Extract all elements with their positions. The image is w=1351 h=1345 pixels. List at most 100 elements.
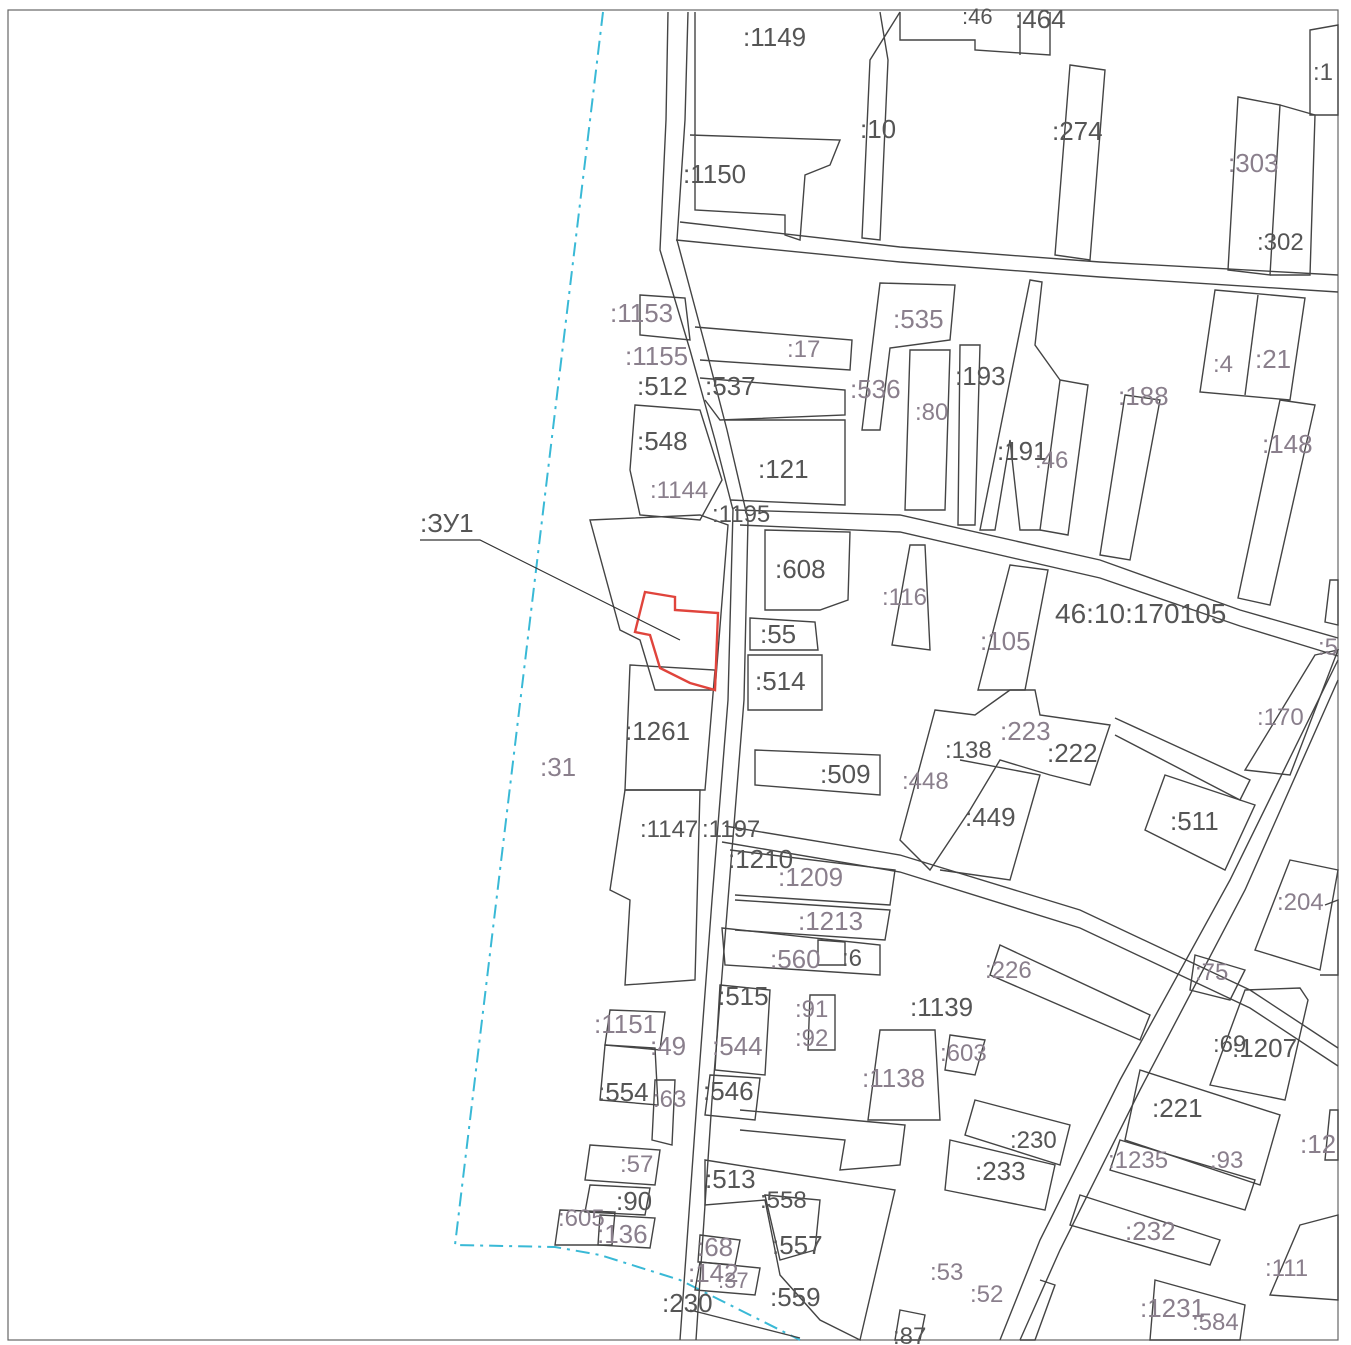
parcel-number-label: :560 (770, 944, 821, 974)
parcel-number-label: :449 (965, 802, 1016, 832)
parcel-number-label: :1147 (640, 816, 698, 843)
road-ew-3-north (724, 825, 1339, 1049)
parcel-number-label: :605 (558, 1205, 605, 1232)
parcel-number-label: :1153 (610, 298, 673, 328)
parcel-number-label: :509 (820, 759, 871, 789)
road-ew-2-south (739, 524, 1339, 657)
parcel-number-label: :46 (1035, 447, 1068, 474)
road-ew-3-south (721, 841, 1339, 1067)
parcel-number-label: :603 (940, 1040, 987, 1067)
parcel-number-label: :142 (688, 1258, 739, 1288)
parcel-number-label: :1209 (778, 862, 843, 892)
parcel-number-label: :512 (637, 371, 688, 401)
parcel-number-label: :148 (1262, 429, 1313, 459)
parcel-number-label: :90 (616, 1186, 652, 1216)
parcel-number-label: :1138 (862, 1063, 925, 1093)
parcel-number-label: :116 (882, 584, 927, 611)
road-diagonal-east (1019, 679, 1339, 1341)
cadastral-boundary (453, 11, 801, 1341)
parcel-number-label: :92 (795, 1025, 828, 1052)
parcel-number-label: :537 (705, 371, 756, 401)
parcel-number-label: :5 (1318, 634, 1338, 661)
parcel-number-label: :1207 (1232, 1033, 1297, 1063)
parcel-number-label: :111 (1265, 1255, 1308, 1282)
road-ew-1-south (675, 239, 1339, 293)
parcel-labels: :1149 :46 :464 :10 :274 :303 :1150 :302 :1153 :53… (540, 4, 1338, 1345)
parcel-number-label: :548 (637, 426, 688, 456)
road-main-west (659, 11, 734, 1341)
parcel-number-label: :302 (1257, 229, 1304, 256)
parcel-number-label: :554 (598, 1077, 649, 1107)
road-south-west (689, 1309, 801, 1339)
parcel-number-label: :57 (620, 1151, 653, 1178)
parcel-number-label: :274 (1052, 116, 1103, 146)
parcel-number-label: :1149 (743, 22, 806, 52)
parcel-number-label: :1197 (702, 816, 760, 843)
parcel-number-label: :170 (1257, 704, 1304, 731)
parcel-number-label: :121 (758, 454, 809, 484)
parcel-number-label: :1 (1313, 59, 1333, 86)
parcel-number-label: :191 (997, 436, 1048, 466)
parcel-number-label: :223 (1000, 716, 1051, 746)
parcel-number-label: :536 (850, 374, 901, 404)
parcel-number-label: :17 (787, 336, 820, 363)
zu1-leader-line (420, 539, 681, 641)
parcel-number-label: :546 (703, 1076, 754, 1106)
parcel-number-label: :233 (975, 1156, 1026, 1186)
parcel-number-label: :222 (1047, 738, 1098, 768)
parcel-number-label: :21 (1255, 344, 1291, 374)
parcel-number-label: :557 (772, 1230, 823, 1260)
parcel-number-label: :303 (1228, 148, 1279, 178)
road-main-east (676, 11, 749, 1341)
parcel-number-label: :558 (760, 1187, 807, 1214)
parcel-number-label: :188 (1118, 381, 1169, 411)
parcel-number-label: :1231 (1140, 1293, 1205, 1323)
road-ew-1-north (679, 221, 1339, 276)
parcel-number-label: :1151 (594, 1009, 657, 1039)
parcel-number-label: :544 (712, 1031, 763, 1061)
parcel-number-label: :6 (842, 945, 862, 972)
parcel-number-label: :63 (653, 1086, 686, 1113)
block-number-label: 46:10:170105 (1055, 598, 1226, 629)
parcel-number-label: :138 (945, 737, 992, 764)
parcel-number-label: :91 (795, 996, 828, 1023)
parcel-number-label: :49 (650, 1031, 686, 1061)
parcel-number-label: :55 (760, 619, 796, 649)
parcel-number-label: :37 (718, 1268, 749, 1293)
parcel-number-label: :514 (755, 666, 806, 696)
parcel-number-label: :53 (930, 1259, 963, 1286)
parcel-number-label: :230 (662, 1288, 713, 1318)
zu1-label: :ЗУ1 (420, 508, 474, 538)
parcel-number-label: :1139 (910, 992, 973, 1022)
parcel-number-label: :1155 (625, 341, 688, 371)
parcel-number-label: :12 (1300, 1129, 1336, 1159)
parcel-number-label: :52 (970, 1281, 1003, 1308)
parcel-number-label: :464 (1015, 4, 1066, 34)
parcel-number-label: :69 (1213, 1031, 1246, 1058)
parcel-number-label: :80 (915, 399, 948, 426)
road-diagonal-west (999, 659, 1339, 1341)
parcel-number-label: :68 (697, 1232, 733, 1262)
parcel-number-label: :75 (1195, 959, 1228, 986)
parcel-number-label: :511 (1170, 806, 1219, 836)
parcel-number-label: :1261 (625, 716, 690, 746)
parcel-number-label: :232 (1125, 1216, 1176, 1246)
road-ew-2-north (734, 509, 1339, 639)
parcel-number-label: :136 (597, 1219, 648, 1249)
parcel-number-label: :1235 (1108, 1147, 1168, 1174)
new-parcel-zu1[interactable] (633, 590, 720, 692)
parcel-outlines (554, 11, 1340, 1342)
parcel-number-label: :1144 (650, 477, 708, 504)
parcel-number-label: :226 (985, 957, 1032, 984)
parcel-number-label: :31 (540, 752, 576, 782)
parcel-number-label: :204 (1277, 889, 1324, 916)
parcel-number-label: :10 (860, 114, 896, 144)
parcel-number-label: :93 (1210, 1147, 1243, 1174)
parcel-number-label: :513 (705, 1164, 756, 1194)
parcel-number-label: :448 (902, 768, 949, 795)
parcel-number-label: :1150 (683, 159, 746, 189)
parcel-number-label: :46 (962, 4, 993, 29)
parcel-number-label: :584 (1192, 1309, 1239, 1336)
